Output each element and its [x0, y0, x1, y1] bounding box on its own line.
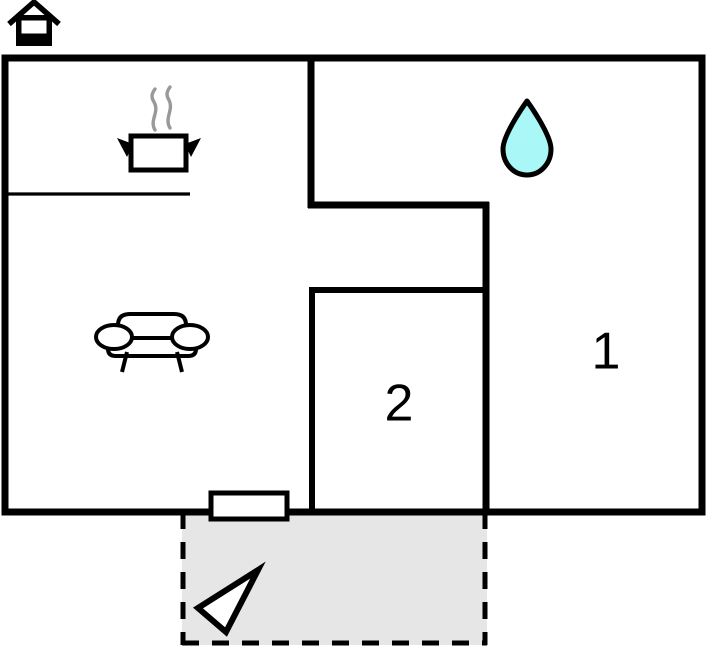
sofa-icon: [94, 312, 210, 373]
north-arrow-icon: [192, 561, 266, 637]
entrance-door: [208, 490, 290, 522]
cooking-pot-icon: [117, 85, 201, 173]
water-drop-icon: [500, 98, 554, 178]
building-exterior-walls: [1, 54, 706, 516]
interior-walls: [5, 58, 490, 512]
room-number-1: 1: [592, 323, 621, 381]
house-icon: [7, 0, 61, 46]
room-number-2: 2: [385, 375, 414, 433]
